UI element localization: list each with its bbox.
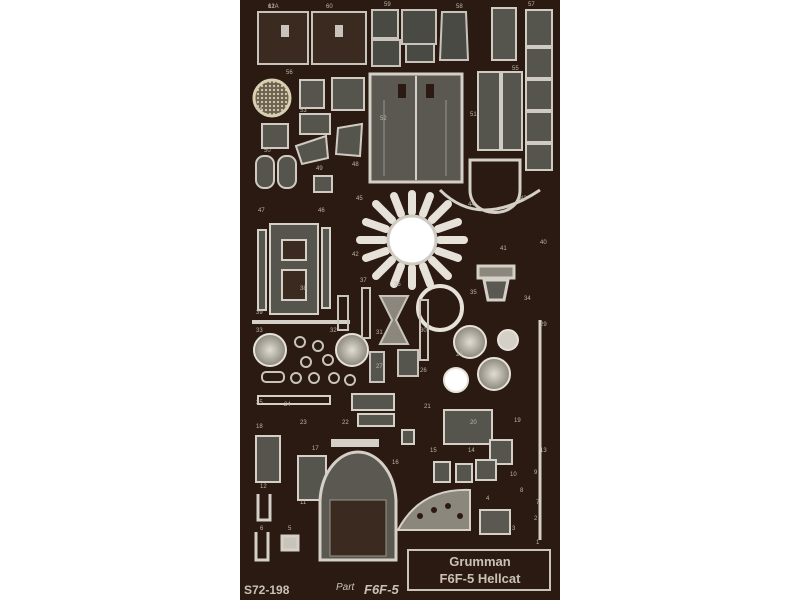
brackets-bottom-left [254, 494, 300, 562]
part-number-label: 26 [420, 368, 427, 374]
part-number-label: 58 [456, 4, 463, 10]
part-number-label: 11 [300, 500, 307, 506]
part-number-label: 59 [384, 2, 391, 8]
part-number-label: 16 [392, 460, 399, 466]
part-number-label: 1 [536, 540, 540, 546]
part-number-label: 42 [352, 252, 359, 258]
part-number-label: 7 [536, 500, 540, 506]
lower-middle-parts [255, 320, 542, 540]
right-window-panels [477, 7, 553, 171]
part-number-label: 20 [470, 420, 477, 426]
part-number-label: 21 [424, 404, 431, 410]
part-number-label: 36 [394, 282, 401, 288]
part-number-label: 13 [540, 448, 547, 454]
part-number-label: 3 [512, 526, 516, 532]
seat-tray [438, 158, 541, 302]
part-number-label: 31 [376, 330, 383, 336]
plate-line-2: F6F-5 Hellcat [440, 571, 522, 586]
part-number-label: 29 [540, 322, 547, 328]
part-number-label: 44 [468, 202, 475, 208]
part-number-label: 28 [456, 352, 463, 358]
part-number-label: 52 [380, 116, 387, 122]
part-number-label: 54 [256, 106, 263, 112]
part-number-label: 37 [360, 278, 367, 284]
part-number-label: 46 [318, 208, 325, 214]
fret-code: S72-198 [244, 583, 290, 597]
part-number-label: 47 [258, 208, 265, 214]
name-plate: Grumman F6F-5 Hellcat [407, 549, 551, 591]
part-number-label: 8 [520, 488, 524, 494]
part-number-label: 9 [534, 470, 538, 476]
part-number-label: 14 [468, 448, 475, 454]
part-number-label: 43 [520, 196, 527, 202]
part-number-label: 22 [342, 420, 349, 426]
part-number-label: 4 [486, 496, 490, 502]
top-left-panels [257, 9, 470, 67]
small-panels-left [255, 77, 365, 193]
canopy-cowl [318, 450, 398, 562]
part-number-label: 35 [470, 290, 477, 296]
part-number-label: 2 [534, 516, 538, 522]
part-number-label: 41 [500, 246, 507, 252]
part-number-label: 23 [300, 420, 307, 426]
wheel-discs [253, 284, 519, 393]
plate-line-1: Grumman [449, 554, 510, 569]
part-number-label: 39 [256, 310, 263, 316]
part-number-label: 10 [510, 472, 517, 478]
part-number-label: 50 [264, 148, 271, 154]
left-seat-frame [252, 223, 350, 324]
mesh-grille-disc [252, 78, 292, 118]
part-number-label: 17 [312, 446, 319, 452]
central-door-panel [368, 72, 464, 184]
part-number-label: 6 [260, 526, 264, 532]
part-number-label: 24 [284, 402, 291, 408]
part-number-label: 30 [420, 328, 427, 334]
part-number-label: 57 [528, 2, 535, 8]
part-number-label: 19 [514, 418, 521, 424]
part-number-label: 18 [256, 424, 263, 430]
radial-engine-star [356, 190, 468, 290]
part-number-label: 49 [316, 166, 323, 172]
part-number-label: 51 [470, 112, 477, 118]
part-number-label: 34 [524, 296, 531, 302]
brand-logo: Part [336, 582, 356, 593]
small-parts-cluster [261, 287, 429, 386]
instrument-panel [396, 488, 511, 535]
part-number-label: 12A [268, 4, 279, 10]
model-label: F6F-5 [364, 582, 399, 597]
part-number-label: 32 [330, 328, 337, 334]
part-number-label: 40 [540, 240, 547, 246]
part-number-label: 5 [288, 526, 292, 532]
part-number-label: 48 [352, 162, 359, 168]
part-number-label: 60 [326, 4, 333, 10]
part-number-label: 56 [286, 70, 293, 76]
part-number-label: 38 [300, 286, 307, 292]
part-number-label: 33 [256, 328, 263, 334]
part-number-label: 55 [512, 66, 519, 72]
part-number-label: 12 [260, 484, 267, 490]
part-number-label: 53 [300, 108, 307, 114]
part-number-label: 27 [376, 364, 383, 370]
part-number-label: 25 [256, 400, 263, 406]
part-number-label: 15 [430, 448, 437, 454]
part-number-label: 61 [268, 4, 275, 10]
part-number-label: 45 [356, 196, 363, 202]
